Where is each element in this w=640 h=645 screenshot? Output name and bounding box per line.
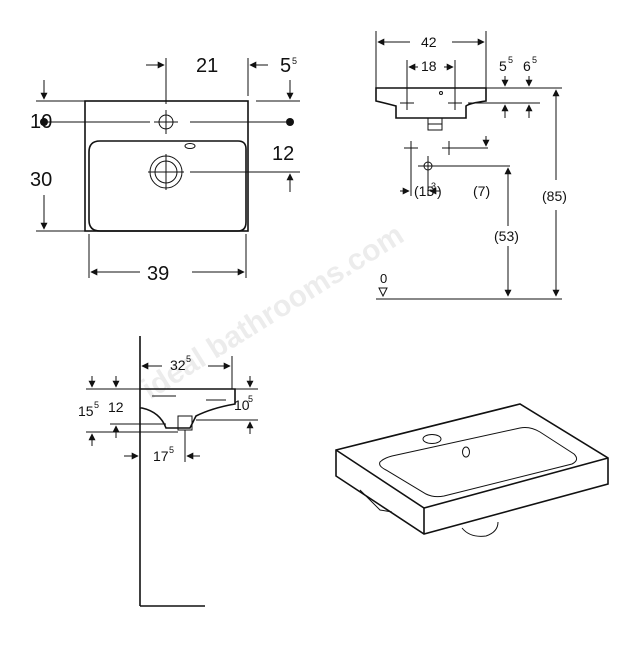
plan-view: 21 5 5 10 30 12 39 — [30, 55, 300, 285]
dim-plan-width-overall: 39 — [147, 263, 169, 285]
dim-side-h-mid: 12 — [108, 399, 124, 415]
dim-side-depth-top-sup: 5 — [186, 354, 191, 364]
dim-plan-edge-right-sup: 5 — [292, 56, 297, 66]
dim-plan-tap-offset: 21 — [196, 55, 218, 77]
dim-front-right-a: 5 — [499, 58, 507, 74]
perspective-tap-hole-icon — [422, 434, 442, 444]
dim-front-overall-height: (85) — [542, 188, 567, 204]
perspective-overflow-icon — [462, 446, 470, 458]
dim-plan-rear-to-taphole: 10 — [30, 111, 52, 133]
dim-side-h-left-sup: 5 — [94, 400, 99, 410]
dim-front-waste-left: (15 — [414, 183, 434, 199]
front-floor-label: 0 — [380, 271, 387, 286]
dim-front-waste-height: (53) — [494, 228, 519, 244]
dim-front-right-b: 6 — [523, 58, 531, 74]
dim-plan-edge-right: 5 — [280, 55, 291, 77]
plan-bowl-outline — [88, 140, 247, 232]
dim-front-waste-left-sup: 3 — [431, 181, 436, 191]
dim-plan-overflow-drop: 12 — [272, 143, 294, 165]
perspective-bowl-outline — [379, 427, 578, 498]
dim-plan-depth-bowl: 30 — [30, 169, 52, 191]
dim-side-h-right: 10 — [234, 397, 250, 413]
dim-front-waste-right: (7) — [473, 183, 490, 199]
plan-overflow-icon — [184, 143, 196, 149]
side-basin-section — [140, 388, 236, 429]
dim-front-right-b-sup: 5 — [532, 55, 537, 65]
dim-side-waste-offset: 17 — [153, 448, 169, 464]
perspective-view — [335, 403, 609, 537]
perspective-basin-outline — [335, 403, 609, 535]
dim-front-right-a-sup: 5 — [508, 55, 513, 65]
dim-front-holes-spacing: 18 — [421, 58, 437, 74]
dim-side-waste-offset-sup: 5 — [169, 445, 174, 455]
floor-level-icon — [378, 287, 388, 298]
perspective-waste-outline — [461, 521, 499, 537]
side-view: 32 5 15 5 12 10 5 17 5 — [78, 336, 258, 607]
dim-front-width-top: 42 — [421, 34, 437, 50]
front-basin-outline — [375, 87, 487, 119]
dim-side-depth-top: 32 — [170, 357, 186, 373]
dim-side-h-right-sup: 5 — [248, 394, 253, 404]
front-view: 42 18 5 5 6 5 (15 3 ) (7) — [375, 31, 567, 300]
watermark-text: ideal bathrooms.com — [136, 218, 409, 406]
dim-front-waste-left-close: ) — [437, 183, 442, 199]
dim-side-h-left: 15 — [78, 403, 94, 419]
